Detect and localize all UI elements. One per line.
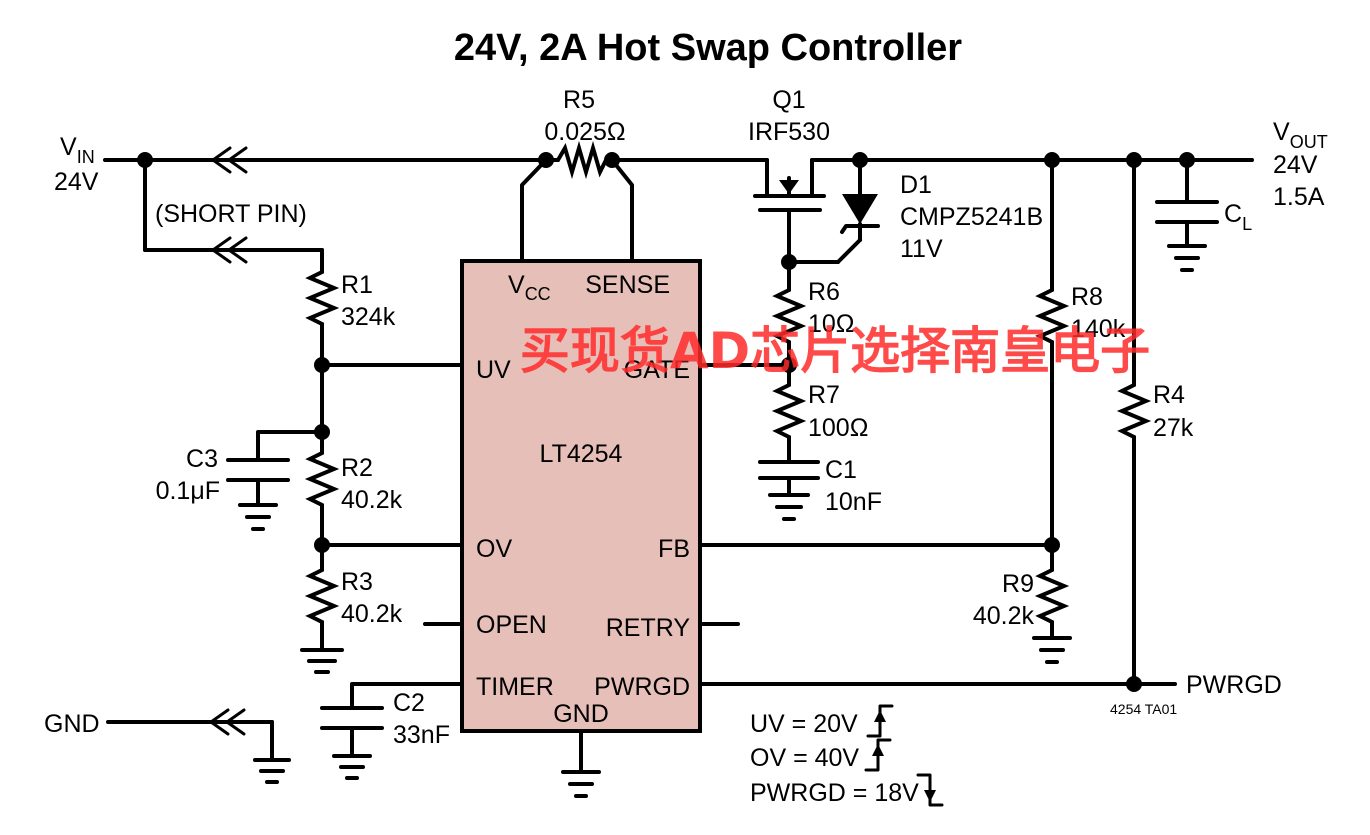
ic-body xyxy=(460,259,702,733)
pwrgd-output-label: PWRGD xyxy=(1186,671,1282,699)
r9-resistor xyxy=(1034,545,1070,638)
pin-uv: UV xyxy=(476,356,511,384)
r6-name: R6 xyxy=(808,278,840,306)
thresholds: UV = 20V OV = 40V PWRGD = 18V xyxy=(750,704,944,807)
ground-ic xyxy=(561,770,601,798)
connector-short-pin xyxy=(211,236,248,264)
pin-vcc: VCC xyxy=(508,271,551,304)
r2-name: R2 xyxy=(341,454,373,482)
d1-part: CMPZ5241B xyxy=(900,203,1043,231)
r7-value: 100Ω xyxy=(808,414,868,442)
r4-value: 27k xyxy=(1153,414,1194,442)
d1-value: 11V xyxy=(900,235,943,263)
ground-r3 xyxy=(300,648,344,674)
c2-value: 33nF xyxy=(393,721,450,749)
r7-name: R7 xyxy=(808,381,840,409)
r2-value: 40.2k xyxy=(341,486,403,514)
ground-gnd-input xyxy=(253,758,291,784)
pin-sense: SENSE xyxy=(585,271,670,299)
threshold-ov: OV = 40V xyxy=(750,744,859,772)
falling-edge-pwrgd-icon xyxy=(916,773,944,807)
pin-fb: FB xyxy=(658,535,690,563)
cl-label: CL xyxy=(1224,200,1252,234)
pin-open: OPEN xyxy=(476,611,547,639)
ic-lt4254: LT4254 VCC SENSE UV GATE OV FB OPEN RETR… xyxy=(460,259,702,733)
junctions xyxy=(137,152,1195,692)
rising-edge-uv-icon xyxy=(866,704,894,738)
d1-name: D1 xyxy=(900,171,932,199)
pin-ov: OV xyxy=(476,535,512,563)
watermark: 买现货AD芯片选择南皇电子 xyxy=(520,322,1150,380)
r8-resistor xyxy=(1034,284,1070,545)
vin-value: 24V xyxy=(54,168,99,196)
c2-name: C2 xyxy=(393,689,425,717)
vout-voltage: 24V xyxy=(1273,151,1318,179)
r5-name: R5 xyxy=(563,86,595,114)
r6-value: 10Ω xyxy=(808,310,855,338)
vout-label: VOUT xyxy=(1273,118,1328,152)
r7-resistor xyxy=(771,365,807,462)
pin-gate: GATE xyxy=(624,356,690,384)
r2-resistor xyxy=(304,432,340,545)
c2-capacitor xyxy=(320,706,384,780)
r9-name: R9 xyxy=(1002,570,1034,598)
r1-value: 324k xyxy=(341,303,396,331)
connector-vin xyxy=(211,146,248,174)
pin-timer: TIMER xyxy=(476,673,554,701)
vin-label: VIN xyxy=(60,133,95,167)
threshold-pwrgd: PWRGD = 18V xyxy=(750,779,919,807)
r1-name: R1 xyxy=(341,271,373,299)
r5-resistor xyxy=(546,140,612,180)
gnd-input-label: GND xyxy=(44,710,100,738)
r8-value: 140k xyxy=(1071,315,1126,343)
top-rail xyxy=(103,158,1254,198)
r6-resistor xyxy=(771,285,807,365)
pin-pwrgd: PWRGD xyxy=(594,673,690,701)
vout-current: 1.5A xyxy=(1273,183,1325,211)
c3-capacitor xyxy=(226,458,290,531)
r9-value: 40.2k xyxy=(973,602,1035,630)
q1-name: Q1 xyxy=(772,86,805,114)
r4-resistor xyxy=(1116,378,1152,684)
short-pin-label: (SHORT PIN) xyxy=(155,200,307,228)
r3-resistor xyxy=(304,545,340,648)
threshold-uv: UV = 20V xyxy=(750,710,858,738)
rising-edge-ov-icon xyxy=(864,738,892,772)
r8-name: R8 xyxy=(1071,283,1103,311)
connector-gnd xyxy=(209,708,246,736)
ground-r9 xyxy=(1032,636,1072,664)
c1-value: 10nF xyxy=(825,488,882,516)
diagram-title: 24V, 2A Hot Swap Controller xyxy=(454,27,962,69)
c1-capacitor xyxy=(758,460,820,521)
cl-capacitor xyxy=(1155,200,1219,272)
r3-value: 40.2k xyxy=(341,600,403,628)
pin-gnd: GND xyxy=(553,700,609,728)
r5-value: 0.025Ω xyxy=(544,118,625,146)
r3-name: R3 xyxy=(341,568,373,596)
c3-name: C3 xyxy=(186,445,218,473)
c3-value: 0.1μF xyxy=(156,477,220,505)
ic-name: LT4254 xyxy=(540,440,623,468)
r1-resistor xyxy=(304,258,340,365)
q1-mosfet xyxy=(753,176,826,287)
q1-value: IRF530 xyxy=(748,118,830,146)
figure-id: 4254 TA01 xyxy=(1110,701,1177,717)
r4-name: R4 xyxy=(1153,381,1185,409)
c1-name: C1 xyxy=(825,456,857,484)
pin-retry: RETRY xyxy=(606,614,691,642)
